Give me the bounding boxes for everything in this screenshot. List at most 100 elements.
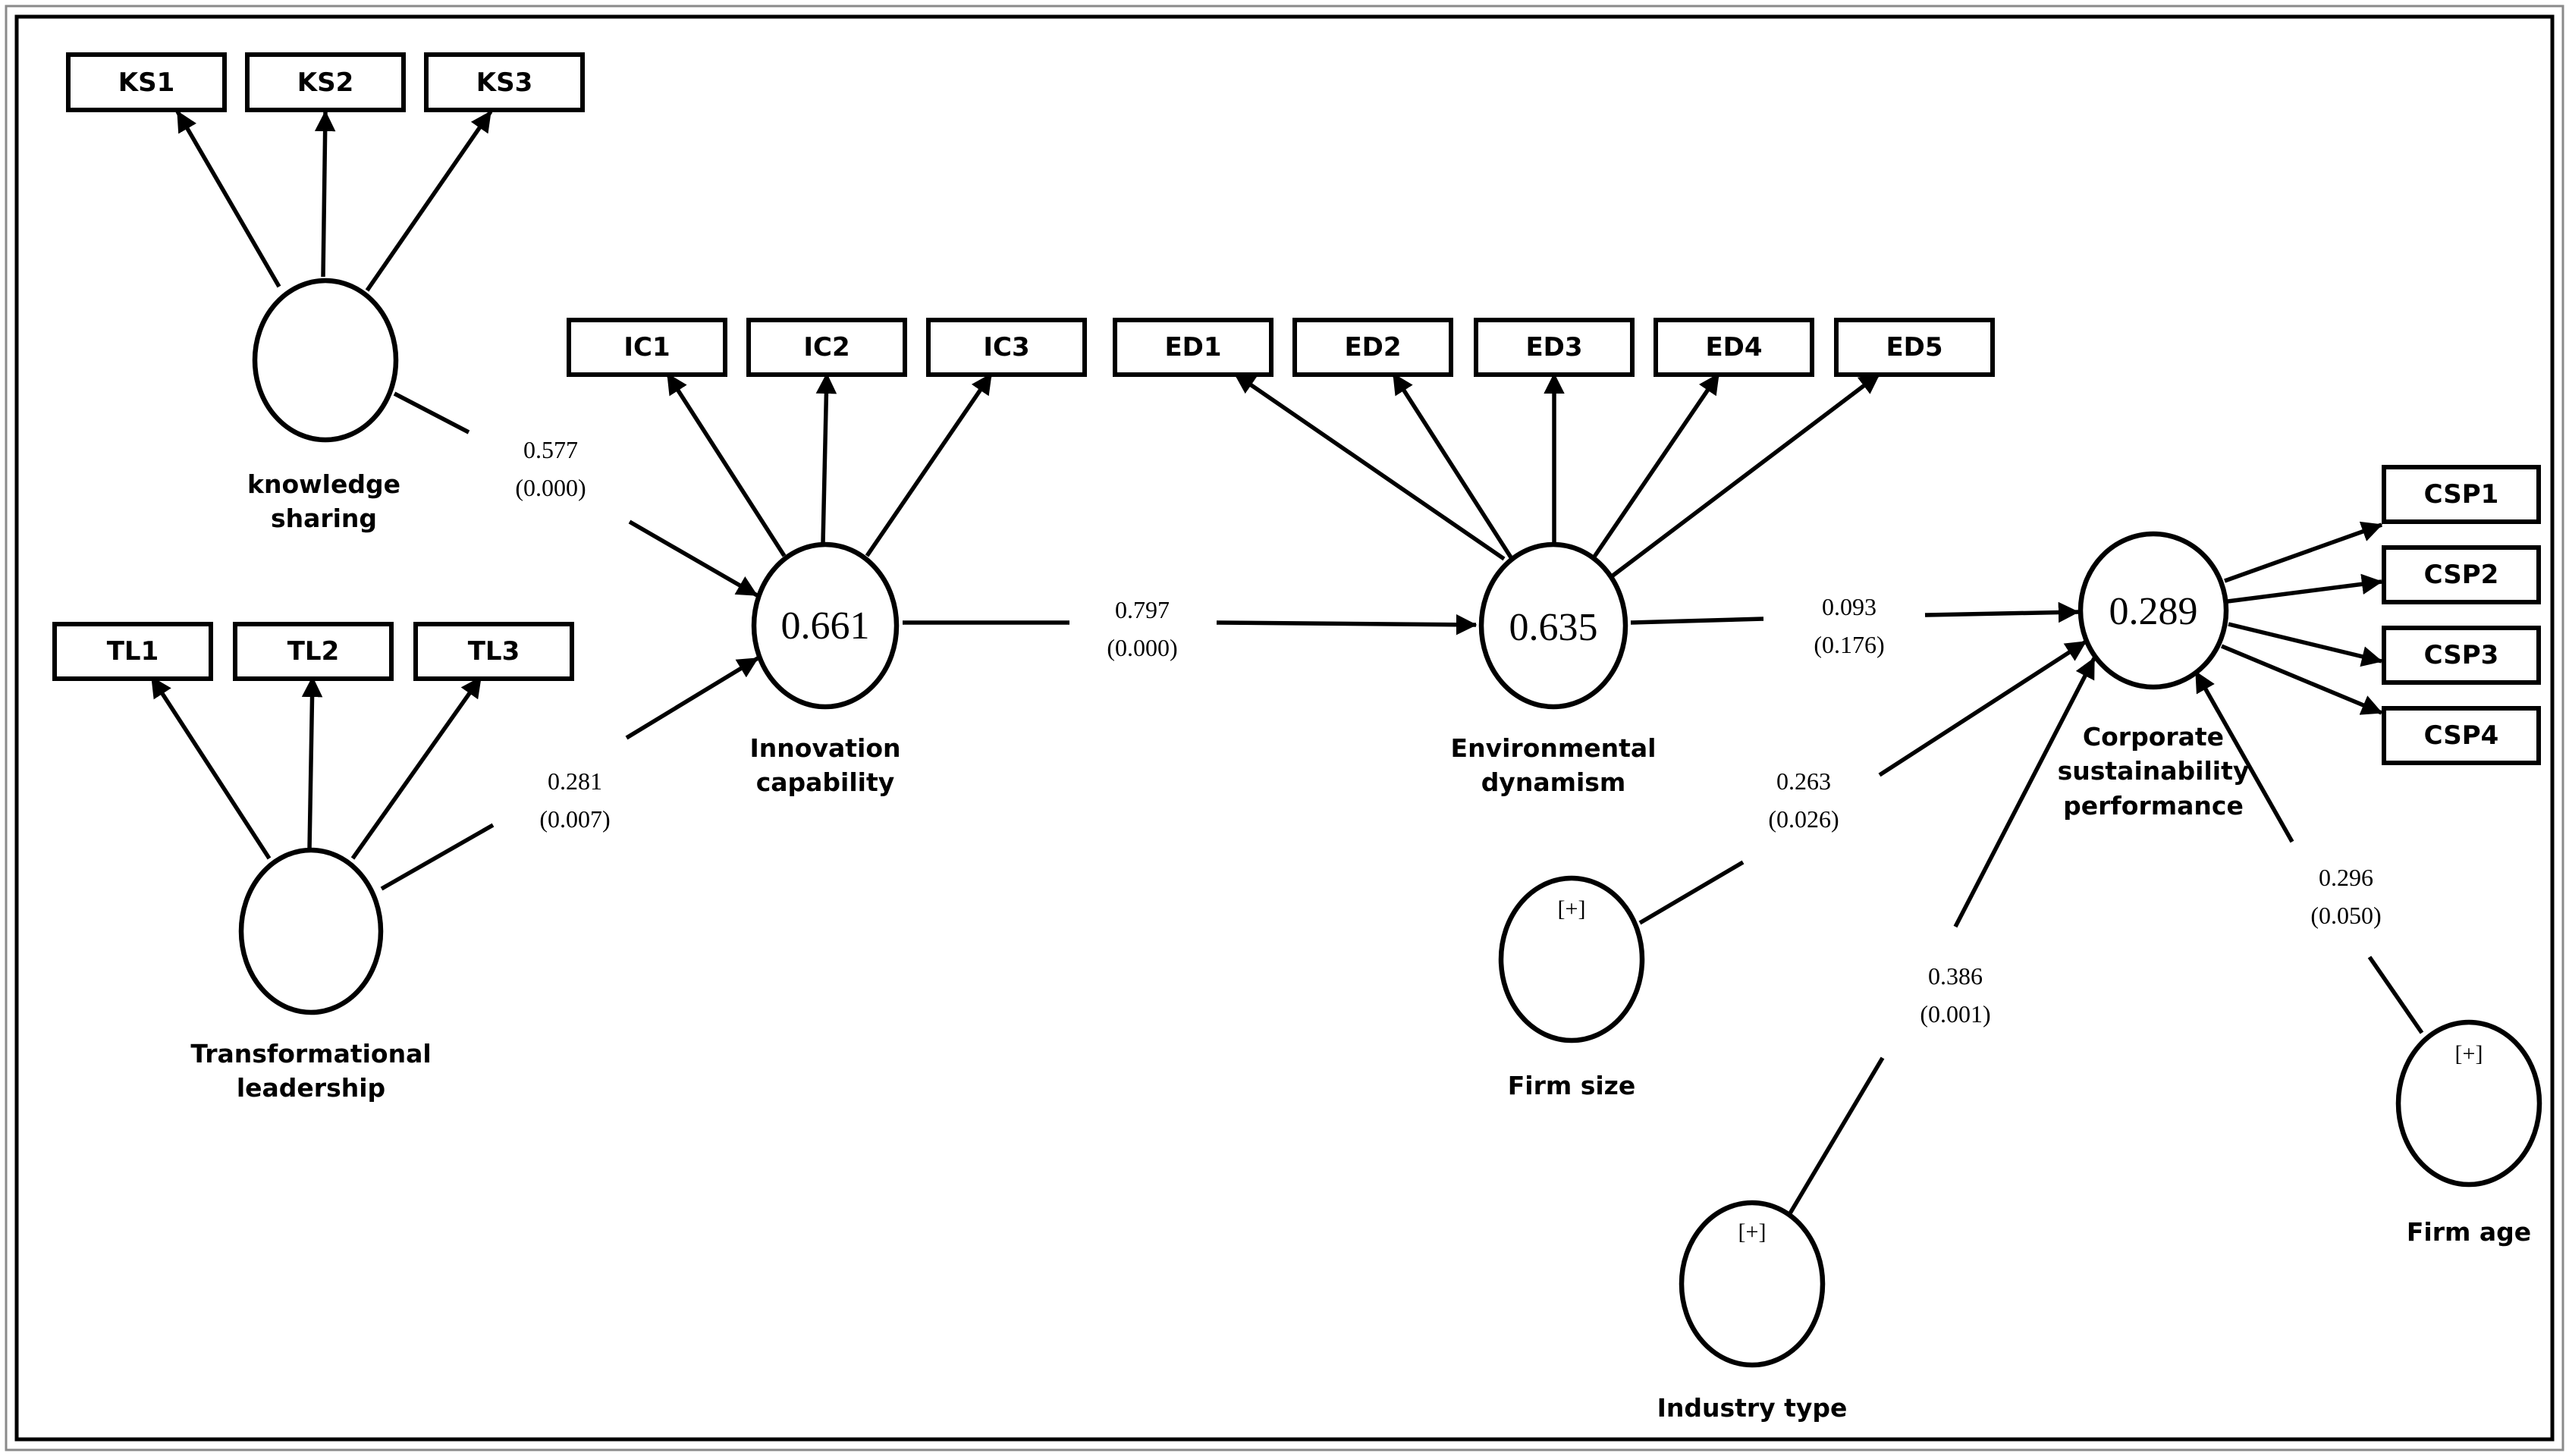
path-ks-ic <box>393 391 758 598</box>
path-size-csp <box>1638 639 2087 925</box>
svg-text:Firm size: Firm size <box>1508 1071 1636 1100</box>
svg-text:CSP3: CSP3 <box>2424 640 2499 670</box>
svg-text:TL1: TL1 <box>107 636 159 667</box>
construct-industry-type: [+] Industry type <box>1657 1200 1848 1423</box>
svg-text:KS2: KS2 <box>297 67 354 98</box>
indicator-ks3: KS3 <box>424 52 585 112</box>
svg-text:[+]: [+] <box>2455 1041 2483 1066</box>
coef-age-csp: 0.296 (0.050) <box>2310 864 2381 929</box>
svg-text:(0.176): (0.176) <box>1814 631 1884 658</box>
svg-text:CSP2: CSP2 <box>2424 560 2499 590</box>
svg-text:[+]: [+] <box>1738 1219 1767 1244</box>
coef-ed-csp: 0.093 (0.176) <box>1814 593 1884 658</box>
svg-text:0.797: 0.797 <box>1115 596 1170 623</box>
svg-text:0.263: 0.263 <box>1776 767 1831 795</box>
svg-text:CSP1: CSP1 <box>2424 479 2499 510</box>
construct-corporate-sustainability-performance: 0.289 Corporate sustainability performan… <box>2058 531 2250 821</box>
svg-text:IC1: IC1 <box>623 332 670 362</box>
svg-text:Corporate: Corporate <box>2083 722 2224 752</box>
outer-frame <box>5 5 2564 1451</box>
indicator-ed4: ED4 <box>1654 318 1814 377</box>
path-ed-csp <box>1630 601 2080 625</box>
svg-text:Transformational: Transformational <box>190 1039 431 1068</box>
svg-text:ED4: ED4 <box>1705 332 1762 362</box>
svg-text:dynamism: dynamism <box>1481 767 1626 797</box>
path-industry-csp <box>1788 657 2096 1215</box>
path-age-csp <box>2194 670 2424 1034</box>
svg-text:0.093: 0.093 <box>1822 593 1877 620</box>
svg-text:sharing: sharing <box>271 504 377 533</box>
svg-text:(0.007): (0.007) <box>539 805 610 833</box>
construct-transformational-leadership: Transformational leadership <box>190 847 432 1103</box>
indicator-csp3: CSP3 <box>2382 626 2541 685</box>
indicator-ed3: ED3 <box>1474 318 1635 377</box>
svg-text:Innovation: Innovation <box>750 733 901 763</box>
indicator-ks2: KS2 <box>245 52 406 112</box>
svg-text:(0.001): (0.001) <box>1920 1000 1990 1028</box>
svg-text:leadership: leadership <box>237 1073 385 1103</box>
svg-text:TL2: TL2 <box>287 636 340 667</box>
indicator-tl1: TL1 <box>52 622 213 681</box>
indicator-csp4: CSP4 <box>2382 706 2541 765</box>
svg-text:0.635: 0.635 <box>1509 606 1598 649</box>
coef-tl-ic: 0.281 (0.007) <box>539 767 610 833</box>
coef-ks-ic: 0.577 (0.000) <box>515 436 586 501</box>
indicator-tl2: TL2 <box>233 622 394 681</box>
ks-outer-loadings <box>175 110 493 292</box>
svg-text:0.296: 0.296 <box>2319 864 2373 891</box>
svg-text:KS3: KS3 <box>476 67 533 98</box>
svg-text:CSP4: CSP4 <box>2424 720 2499 751</box>
svg-text:Industry type: Industry type <box>1657 1393 1848 1423</box>
indicator-ic2: IC2 <box>746 318 907 377</box>
path-tl-ic <box>380 656 759 891</box>
svg-text:IC3: IC3 <box>983 332 1029 362</box>
indicator-ks1: KS1 <box>66 52 227 112</box>
coef-size-csp: 0.263 (0.026) <box>1768 767 1839 833</box>
tl-outer-loadings <box>149 676 483 860</box>
svg-text:(0.050): (0.050) <box>2310 902 2381 929</box>
indicator-ed2: ED2 <box>1292 318 1453 377</box>
indicator-ic3: IC3 <box>926 318 1087 377</box>
path-ic-ed <box>903 614 1478 635</box>
svg-text:TL3: TL3 <box>468 636 520 667</box>
svg-text:knowledge: knowledge <box>247 469 400 499</box>
construct-firm-size: [+] Firm size <box>1498 875 1645 1100</box>
svg-text:performance: performance <box>2063 791 2244 821</box>
svg-text:ED5: ED5 <box>1886 332 1942 362</box>
inner-frame <box>14 14 2555 1442</box>
svg-text:0.577: 0.577 <box>523 436 578 463</box>
svg-text:Environmental: Environmental <box>1451 733 1657 763</box>
svg-text:0.386: 0.386 <box>1928 962 1983 990</box>
construct-knowledge-sharing: knowledge sharing <box>247 278 400 533</box>
svg-text:0.281: 0.281 <box>548 767 602 795</box>
indicator-csp1: CSP1 <box>2382 465 2541 524</box>
coef-ic-ed: 0.797 (0.000) <box>1107 596 1177 661</box>
construct-firm-age: [+] Firm age <box>2395 1019 2542 1247</box>
indicator-tl3: TL3 <box>413 622 574 681</box>
svg-text:KS1: KS1 <box>118 67 175 98</box>
svg-text:0.289: 0.289 <box>2109 590 2198 633</box>
svg-text:Firm age: Firm age <box>2407 1217 2531 1247</box>
indicator-ed5: ED5 <box>1834 318 1995 377</box>
coef-industry-csp: 0.386 (0.001) <box>1920 962 1990 1028</box>
svg-text:ED1: ED1 <box>1164 332 1221 362</box>
svg-text:(0.000): (0.000) <box>515 474 586 501</box>
construct-innovation-capability: 0.661 Innovation capability <box>750 541 901 797</box>
svg-text:capability: capability <box>756 767 895 797</box>
indicator-csp2: CSP2 <box>2382 545 2541 604</box>
svg-text:[+]: [+] <box>1558 896 1586 921</box>
svg-text:IC2: IC2 <box>803 332 850 362</box>
ic-outer-loadings <box>665 372 994 557</box>
indicator-ic1: IC1 <box>567 318 727 377</box>
svg-text:ED3: ED3 <box>1525 332 1582 362</box>
ed-outer-loadings <box>1233 372 1881 579</box>
svg-text:(0.026): (0.026) <box>1768 805 1839 833</box>
csp-outer-loadings <box>2220 521 2383 715</box>
svg-text:(0.000): (0.000) <box>1107 634 1177 661</box>
svg-text:ED2: ED2 <box>1344 332 1401 362</box>
construct-environmental-dynamism: 0.635 Environmental dynamism <box>1451 541 1657 797</box>
svg-text:sustainability: sustainability <box>2058 756 2250 786</box>
indicator-ed1: ED1 <box>1113 318 1274 377</box>
svg-text:0.661: 0.661 <box>781 604 870 648</box>
